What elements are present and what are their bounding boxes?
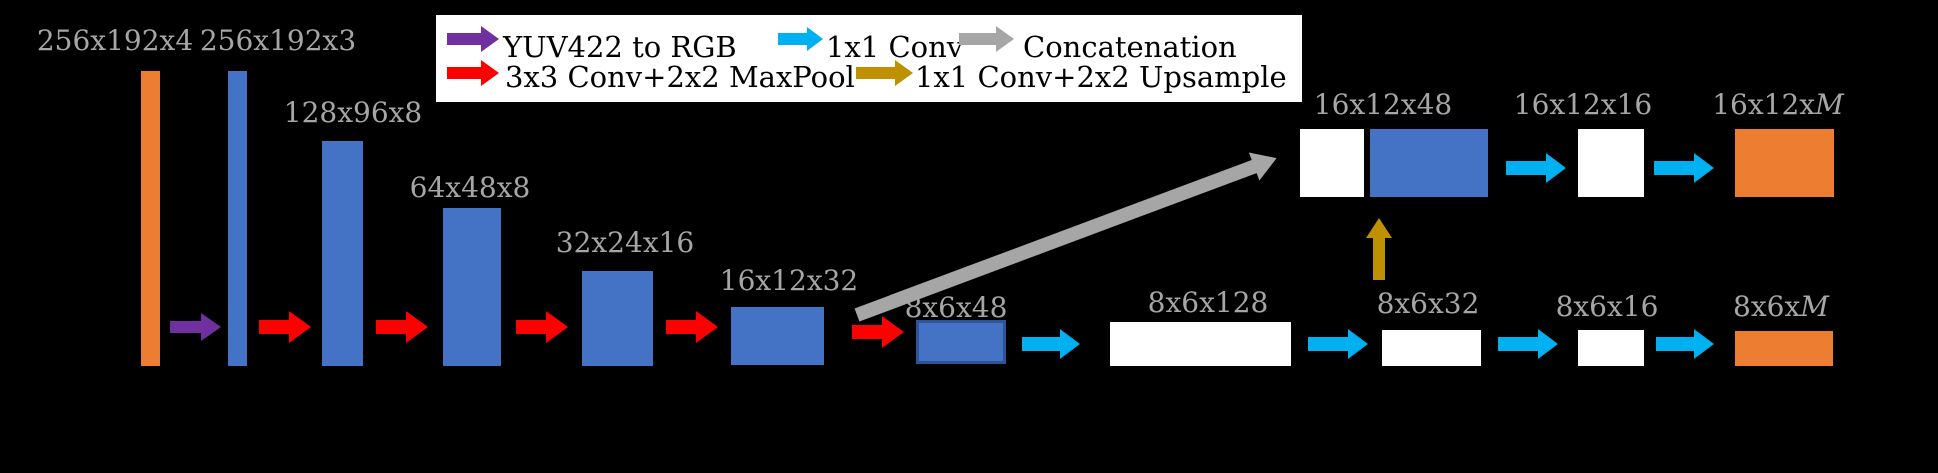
conv1x1-arrow-top-1 [1506,153,1566,183]
block-256x192x4-input [141,71,160,366]
conv-maxpool-arrow-3 [516,311,568,343]
legend-label-conv-maxpool: 3x3 Conv+2x2 MaxPool [505,60,855,94]
conv1x1-arrow-bottom-3 [1498,329,1558,359]
dim-label-8x6xM: 8x6xM [1733,290,1829,323]
block-16x12xM-output [1735,129,1834,197]
upsample-arrow [1366,218,1392,280]
block-16x12x32 [731,307,824,365]
conv-maxpool-arrow-2 [376,311,428,343]
dim-label-8x6x16: 8x6x16 [1555,290,1659,323]
conv-maxpool-arrow-4 [666,311,718,343]
block-16x12x48-skip-part [1300,129,1364,197]
block-8x6x48-bottleneck [916,320,1006,364]
dim-label-16x12x16: 16x12x16 [1513,88,1653,121]
yuv-to-rgb-arrow [170,313,221,341]
block-256x192x3-rgb [228,71,247,366]
block-8x6x16 [1578,330,1644,366]
dim-label-8x6x48: 8x6x48 [904,291,1008,324]
conv1x1-arrow-bottom-2 [1308,329,1368,359]
block-64x48x8 [443,208,501,366]
block-32x24x16 [582,271,653,366]
dim-label-64x48x8: 64x48x8 [409,171,531,204]
legend-label-concatenation: Concatenation [1023,30,1237,64]
dim-label-128x96x8: 128x96x8 [283,96,423,129]
dim-label-256x192x4: 256x192x4 [36,24,194,57]
dim-label-16x12x48: 16x12x48 [1313,88,1453,121]
dim-label-8x6x32: 8x6x32 [1376,287,1480,320]
conv1x1-arrow-top-2 [1654,153,1714,183]
dim-label-16x12x32: 16x12x32 [719,264,859,297]
legend-label-conv-upsample: 1x1 Conv+2x2 Upsample [915,60,1287,94]
conv-maxpool-arrow-1 [259,311,311,343]
dim-label-32x24x16: 32x24x16 [555,226,695,259]
block-8x6xM-output [1735,331,1833,366]
dim-label-8x6x128: 8x6x128 [1147,286,1269,319]
block-128x96x8 [322,141,363,366]
block-16x12x48-upsample-part [1370,129,1488,197]
dim-label-16x12xM: 16x12xM [1712,88,1844,121]
block-8x6x32 [1382,330,1481,366]
dim-label-256x192x3: 256x192x3 [199,24,357,57]
legend: YUV422 to RGB 1x1 Conv Concatenation 3x3… [436,15,1302,102]
conv1x1-arrow-bottom-4 [1656,329,1714,359]
block-8x6x128 [1110,322,1291,366]
conv1x1-arrow-bottom-1 [1022,329,1080,359]
conv-maxpool-arrow-5 [852,316,904,348]
block-16x12x16 [1578,129,1644,197]
legend-label-1x1-conv: 1x1 Conv [826,30,964,64]
legend-label-yuv-to-rgb: YUV422 to RGB [503,30,737,64]
